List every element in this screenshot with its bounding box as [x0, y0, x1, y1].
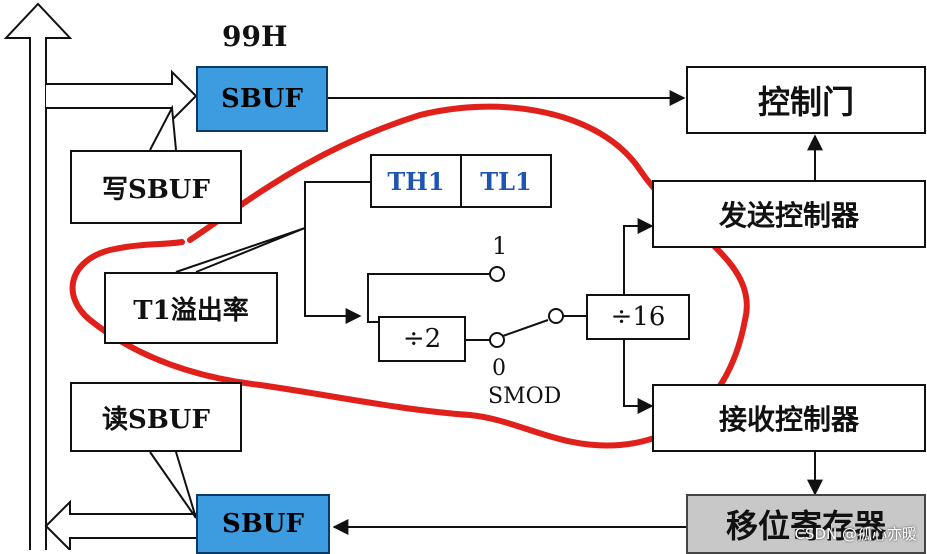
tx-controller-box: 发送控制器 — [652, 180, 926, 248]
switch-lever — [502, 319, 549, 337]
th1-box: TH1 — [370, 154, 462, 208]
div16-to-tx-line — [623, 218, 654, 296]
switch-terminal-0 — [489, 332, 505, 348]
write-sbuf-callout: 写SBUF — [70, 150, 242, 224]
tl1-box: TL1 — [460, 154, 552, 208]
switch-zero-label: 0 — [492, 356, 506, 381]
switch-terminal-1 — [489, 266, 505, 282]
control-gate-label: 控制门 — [757, 83, 854, 121]
t1-overflow-label: T1溢出率 — [133, 295, 249, 326]
control-gate-box: 控制门 — [686, 66, 926, 134]
read-sbuf-callout: 读SBUF — [70, 382, 242, 452]
read-sbuf-label: 读SBUF — [102, 404, 210, 435]
div2-label: ÷2 — [402, 324, 442, 354]
sbuf-address-label: 99H — [222, 20, 288, 53]
th1-label: TH1 — [387, 166, 445, 196]
div2-bypass-line — [367, 273, 490, 323]
switch-output-terminal — [548, 308, 564, 324]
div16-label: ÷16 — [610, 302, 666, 332]
write-sbuf-label: 写SBUF — [102, 174, 210, 205]
sbuf-transmit-label: SBUF — [221, 84, 303, 114]
tx-controller-label: 发送控制器 — [718, 199, 859, 232]
write-callout-pointer — [149, 104, 177, 151]
sbuf-receive-label: SBUF — [222, 509, 304, 539]
sbuf-transmit-box: SBUF — [196, 66, 328, 132]
sbuf-to-bus-arrow — [44, 499, 196, 550]
switch-one-label: 1 — [492, 232, 508, 260]
rx-controller-label: 接收控制器 — [718, 403, 859, 436]
shift-register-box: 移位寄存器 — [686, 494, 926, 554]
div16-box: ÷16 — [586, 294, 690, 340]
watermark: CSDN @孤心亦暖 — [794, 525, 917, 543]
red-highlight-loop — [69, 103, 750, 449]
smod-label: SMOD — [488, 384, 562, 409]
tl1-label: TL1 — [480, 166, 532, 196]
shift-register-label: 移位寄存器 — [725, 507, 886, 545]
t1-overflow-callout: T1溢出率 — [104, 272, 278, 344]
div16-to-rx-line — [623, 340, 654, 414]
timer-to-div2-line — [304, 181, 370, 324]
read-callout-pointer — [149, 451, 197, 519]
rx-controller-box: 接收控制器 — [652, 384, 926, 452]
sbuf-receive-box: SBUF — [196, 494, 330, 554]
bus-to-sbuf-arrow — [46, 69, 198, 123]
bus-up-arrow — [3, 2, 73, 550]
div2-box: ÷2 — [378, 316, 466, 362]
